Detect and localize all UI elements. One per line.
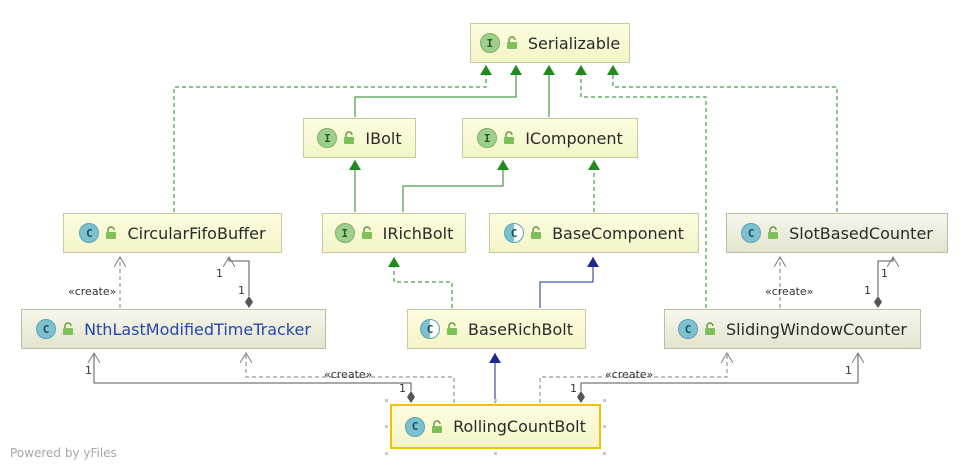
node-sliding-window-counter[interactable]: C SlidingWindowCounter (664, 309, 921, 349)
multiplicity-1-h: 1 (570, 382, 577, 395)
edge-circularfifo-serializable (173, 65, 492, 212)
unlocked-icon (705, 322, 716, 335)
create-label-mid-right: «create» (605, 368, 654, 381)
class-icon: C (741, 223, 762, 243)
node-label: BaseComponent (552, 223, 684, 243)
selection-handle[interactable] (385, 425, 388, 428)
powered-by-footer: Powered by yFiles (10, 446, 117, 460)
selection-handle[interactable] (494, 399, 497, 402)
class-icon: C (36, 319, 57, 339)
unlocked-icon (344, 131, 355, 144)
unlocked-icon (63, 322, 74, 335)
interface-icon: I (477, 128, 498, 148)
multiplicity-1-f: 1 (399, 382, 406, 395)
node-rolling-count-bolt[interactable]: C RollingCountBolt (390, 404, 601, 449)
node-label: SlidingWindowCounter (726, 319, 907, 339)
unlocked-icon (432, 419, 443, 433)
class-icon: C (405, 416, 426, 437)
node-base-component[interactable]: C BaseComponent (489, 213, 699, 253)
node-label: BaseRichBolt (468, 319, 573, 339)
node-label: RollingCountBolt (453, 417, 586, 436)
comp-nth-circularfifo-diamond (245, 296, 253, 308)
node-label: IBolt (365, 128, 402, 148)
node-label: IRichBolt (382, 223, 454, 243)
node-irichbolt[interactable]: I IRichBolt (322, 213, 466, 253)
node-nth-last-modified-time-tracker[interactable]: C NthLastModifiedTimeTracker (21, 309, 326, 349)
unlocked-icon (361, 226, 372, 239)
multiplicity-1-b: 1 (238, 284, 245, 297)
class-icon: C (678, 319, 699, 339)
node-slot-based-counter[interactable]: C SlotBasedCounter (726, 213, 948, 253)
selection-handle[interactable] (385, 399, 388, 402)
node-ibolt[interactable]: I IBolt (303, 118, 416, 158)
dep-rolling-nth (246, 353, 455, 403)
abstract-class-icon: C (420, 319, 441, 339)
node-base-rich-bolt[interactable]: C BaseRichBolt (407, 309, 586, 349)
multiplicity-1-g: 1 (845, 364, 852, 377)
multiplicity-1-d: 1 (864, 284, 871, 297)
edge-slidingwindow-serializable (575, 65, 707, 308)
edge-baserichbolt-irichbolt (388, 257, 453, 308)
multiplicity-1-c: 1 (881, 267, 888, 280)
edge-slotbased-serializable (607, 65, 838, 212)
node-serializable[interactable]: I Serializable (470, 23, 630, 63)
unlocked-icon (531, 226, 542, 239)
selection-handle[interactable] (603, 452, 606, 455)
comp-nth-circularfifo (229, 257, 250, 296)
node-circular-fifo-buffer[interactable]: C CircularFifoBuffer (63, 213, 282, 253)
multiplicity-1-e: 1 (85, 364, 92, 377)
node-label: SlotBasedCounter (789, 223, 933, 243)
node-label: Serializable (527, 33, 621, 53)
node-label: CircularFifoBuffer (127, 223, 266, 243)
edge-baserichbolt-basecomponent (539, 257, 599, 308)
node-label: NthLastModifiedTimeTracker (84, 319, 311, 339)
dep-rolling-sliding (539, 353, 727, 403)
selection-handle[interactable] (385, 452, 388, 455)
node-label: IComponent (525, 128, 623, 148)
comp-sliding-slotbased (877, 257, 893, 296)
create-label-left: «create» (68, 285, 117, 298)
class-icon: C (79, 223, 100, 243)
interface-icon: I (479, 33, 500, 53)
interface-icon: I (334, 223, 355, 243)
comp-rolling-sliding-diamond (577, 391, 585, 403)
abstract-class-icon: C (504, 223, 525, 243)
selection-handle[interactable] (603, 425, 606, 428)
unlocked-icon (106, 226, 117, 239)
comp-rolling-nth (94, 353, 412, 391)
edge-irichbolt-icomponent (402, 160, 509, 212)
unlocked-icon (447, 322, 458, 335)
create-label-right-top: «create» (765, 285, 814, 298)
unlocked-icon (768, 226, 779, 239)
multiplicity-1-a: 1 (216, 267, 223, 280)
node-icomponent[interactable]: I IComponent (462, 118, 638, 158)
interface-icon: I (317, 128, 338, 148)
edge-ibolt-serializable (354, 65, 522, 117)
unlocked-icon (506, 36, 517, 49)
selection-handle[interactable] (603, 399, 606, 402)
unlocked-icon (504, 131, 515, 144)
comp-rolling-sliding (580, 353, 858, 391)
comp-rolling-nth-diamond (407, 391, 415, 403)
selection-handle[interactable] (494, 452, 497, 455)
comp-sliding-slotbased-diamond (874, 296, 882, 308)
create-label-mid-left: «create» (324, 368, 373, 381)
